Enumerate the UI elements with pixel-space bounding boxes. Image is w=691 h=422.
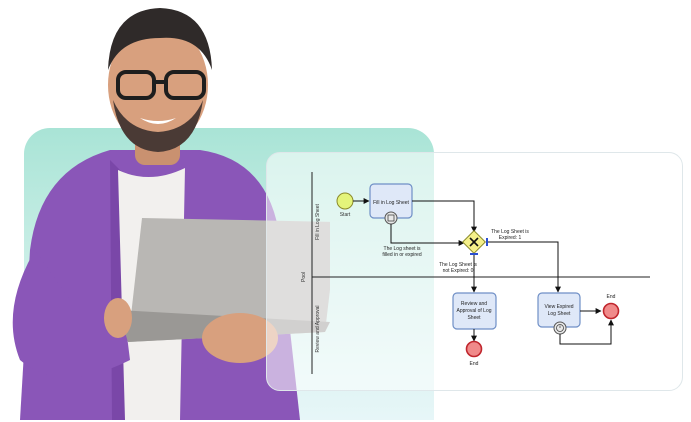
task-review-and-approval[interactable]: Review and Approval of Log Sheet <box>452 292 497 330</box>
lane-label-pool: Pool <box>301 272 307 282</box>
exclusive-gateway[interactable] <box>461 229 487 255</box>
task-view-expired-line2: Log Sheet <box>548 311 571 317</box>
timer-icon <box>384 211 398 225</box>
start-event[interactable] <box>336 192 354 210</box>
lane-label-review: Review and Approval <box>315 306 321 353</box>
gateway-label-line1: The Log sheet is <box>384 246 421 252</box>
gateway-marker-bottom <box>470 253 478 255</box>
task-review-line3: Sheet <box>467 315 481 321</box>
flow-label-not-expired-line1: The Log Sheet is <box>439 262 477 268</box>
task-view-expired-line1: View Expired <box>544 304 573 310</box>
lane-label-fill-in: Fill in Log Sheet <box>315 203 321 239</box>
flow-label-not-expired-line2: not Expired: 0 <box>443 268 474 274</box>
person-with-laptop-illustration <box>12 8 330 420</box>
bpmn-process-diagram: Fill in Log Sheet Pool Review and Approv… <box>301 172 650 374</box>
gateway-label-line2: filled in or expired <box>382 252 421 258</box>
pool-lines <box>311 172 650 374</box>
end-event-review[interactable] <box>465 340 483 358</box>
task-review-line2: Approval of Log <box>456 308 491 314</box>
flow-label-expired-line2: Expired: 1 <box>499 235 522 241</box>
end-label-review: End <box>470 361 479 367</box>
gateway-marker-right <box>486 238 488 246</box>
task-fill-in-log-sheet-label: Fill in Log Sheet <box>373 200 409 206</box>
start-label: Start <box>340 212 351 218</box>
end-label-expired: End <box>607 294 616 300</box>
end-event-expired[interactable] <box>602 302 620 320</box>
task-view-expired-log-sheet[interactable]: View Expired Log Sheet <box>537 292 581 328</box>
timer-icon-view-expired <box>553 321 567 335</box>
flow-label-expired-line1: The Log Sheet is <box>491 229 529 235</box>
task-review-line1: Review and <box>461 301 487 307</box>
